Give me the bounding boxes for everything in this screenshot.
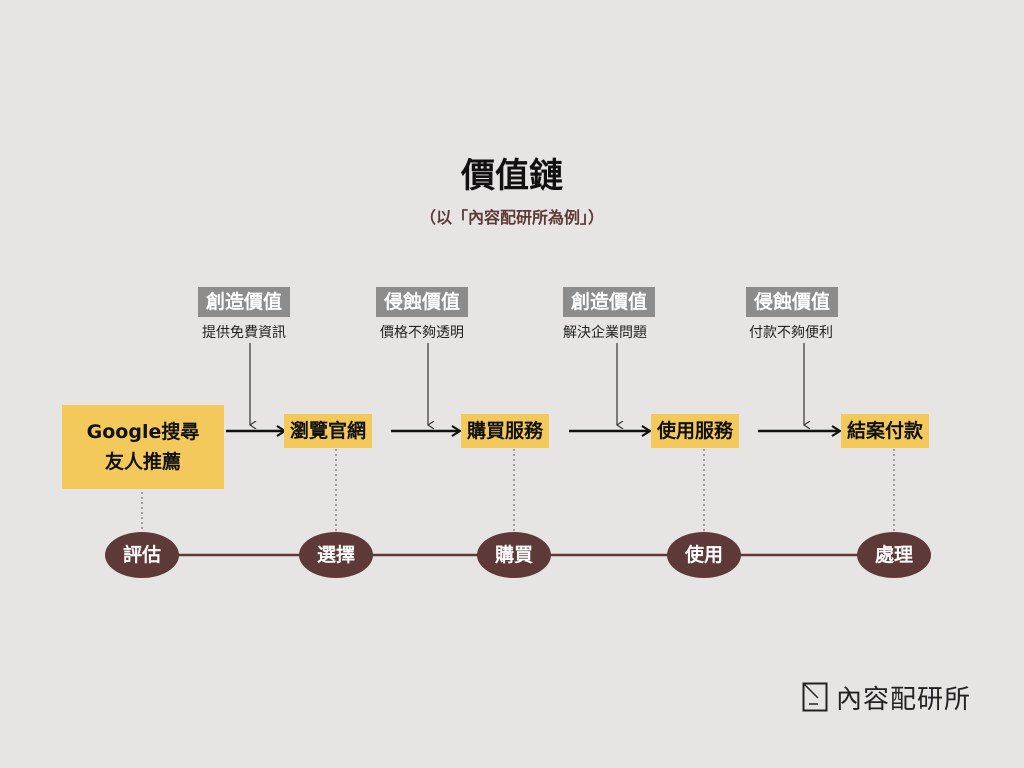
start-box-line2: 友人推薦	[104, 451, 181, 473]
value-tag-2-desc: 價格不夠透明	[380, 325, 464, 341]
step-buy-service: 購買服務	[461, 414, 550, 448]
start-box-line1: Google搜尋	[86, 421, 200, 443]
stage-use: 使用	[667, 532, 741, 578]
value-tag-2: 侵蝕價值	[376, 287, 469, 317]
value-tag-1: 創造價值	[198, 287, 291, 317]
brand-logo: 內容配研所	[802, 680, 972, 715]
stage-choose: 選擇	[299, 532, 373, 578]
step-browse-site: 瀏覽官網	[284, 414, 373, 448]
stage-evaluate: 評估	[105, 532, 179, 578]
value-tag-3-desc: 解決企業問題	[563, 325, 647, 341]
step-close-payment: 結案付款	[841, 414, 930, 448]
brand-name: 內容配研所	[836, 684, 972, 715]
diagram-title: 價值鏈	[461, 156, 563, 196]
step-use-service: 使用服務	[651, 414, 740, 448]
value-tag-1-desc: 提供免費資訊	[202, 325, 286, 341]
diagram-subtitle: （以「內容配研所為例」）	[419, 208, 604, 227]
value-tag-4: 侵蝕價值	[746, 287, 839, 317]
value-tag-3: 創造價值	[563, 287, 656, 317]
document-corner-icon	[802, 682, 828, 712]
stage-handle: 處理	[857, 532, 931, 578]
stage-purchase: 購買	[477, 532, 551, 578]
value-tag-4-desc: 付款不夠便利	[749, 325, 833, 341]
start-box: Google搜尋 友人推薦	[62, 405, 224, 489]
